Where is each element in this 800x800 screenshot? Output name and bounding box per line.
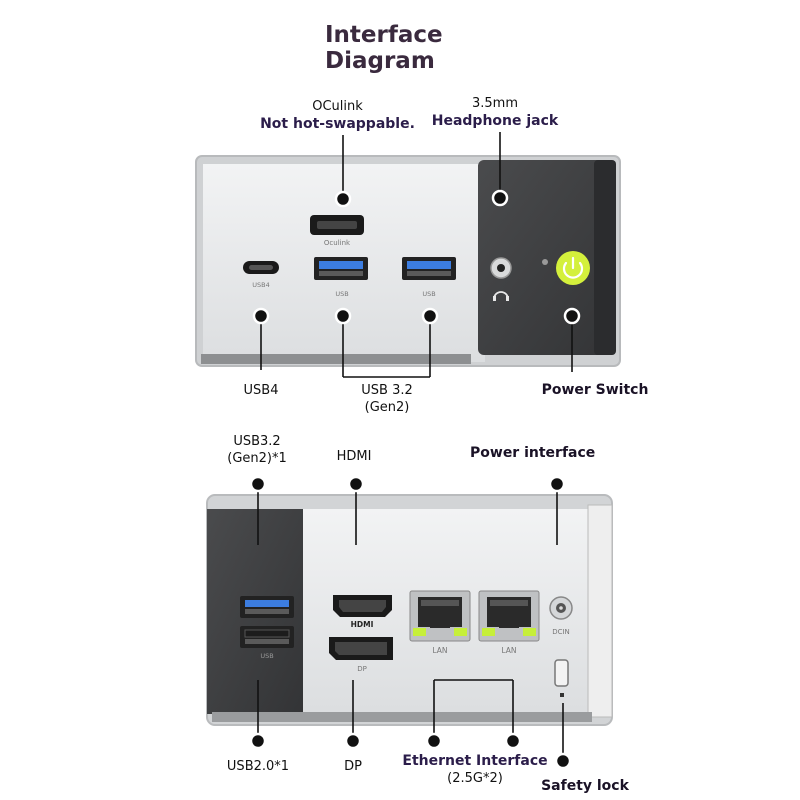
oculink-name: OCulink [312, 99, 363, 114]
oculink-port-text: Oculink [324, 239, 351, 247]
ethernet-label: Ethernet Interface (2.5G*2) [400, 752, 550, 787]
usb4-label: USB4 [243, 383, 279, 398]
lan-port-1: LAN [409, 590, 471, 655]
top-leaders [260, 132, 573, 378]
usb32-top-line2: (Gen2) [364, 400, 410, 415]
hdmi-logo-text: HDMI [351, 620, 374, 629]
lan-port-2: LAN [478, 590, 540, 655]
lan1-text: LAN [432, 646, 447, 655]
ethernet-line1: Ethernet Interface [402, 753, 548, 769]
usb-a-port-1: USB [314, 257, 368, 298]
dcin-text: DCIN [552, 628, 570, 636]
dp-port-text: DP [357, 665, 367, 673]
usb32-bottom-line2: (Gen2)*1 [227, 451, 287, 466]
dc-in-port: DCIN [549, 596, 573, 636]
diagram-title: Interface Diagram [325, 22, 443, 74]
bottom-usb2-port: USB [240, 626, 294, 660]
safety-lock-label: Safety lock [541, 778, 629, 794]
usb-a-port-2-text: USB [422, 290, 435, 298]
headphone-size: 3.5mm [471, 96, 518, 111]
lan2-text: LAN [501, 646, 516, 655]
power-switch-label: Power Switch [541, 382, 649, 398]
hdmi-label: HDMI [336, 449, 372, 464]
dp-port: DP [329, 637, 393, 673]
oculink-note: Not hot-swappable. [260, 116, 415, 132]
usb32-bottom-line1: USB3.2 [233, 434, 281, 449]
bottom-leaders [257, 484, 564, 761]
title-line2: Diagram [325, 48, 435, 74]
power-button [556, 251, 590, 285]
bottom-usb-text: USB [260, 652, 273, 660]
status-led [542, 259, 548, 265]
hdmi-port: HDMI [333, 595, 392, 629]
headphone-label: 3.5mm Headphone jack [430, 95, 560, 130]
usb32-top-line1: USB 3.2 [361, 383, 413, 398]
top-markers [252, 189, 581, 325]
dp-label: DP [344, 759, 362, 774]
safety-lock-slot [554, 659, 569, 697]
headphone-name: Headphone jack [431, 113, 559, 129]
usb4-port-text: USB4 [252, 281, 269, 289]
usb-a-port-2: USB [402, 257, 456, 298]
bottom-markers [249, 475, 572, 770]
usb32-top-label: USB 3.2 (Gen2) [347, 382, 427, 416]
bottom-usb3-port [240, 596, 294, 618]
ethernet-line2: (2.5G*2) [447, 771, 503, 786]
power-interface-label: Power interface [470, 445, 596, 461]
usb20-label: USB2.0*1 [226, 759, 290, 774]
usb4-port: USB4 [243, 261, 279, 289]
oculink-label: OCulink Not hot-swappable. [245, 98, 430, 133]
title-line1: Interface [325, 22, 443, 48]
usb32-bottom-label: USB3.2 (Gen2)*1 [217, 433, 297, 467]
oculink-port: Oculink [310, 215, 364, 247]
usb-a-port-1-text: USB [335, 290, 348, 298]
headphone-jack [490, 257, 512, 301]
